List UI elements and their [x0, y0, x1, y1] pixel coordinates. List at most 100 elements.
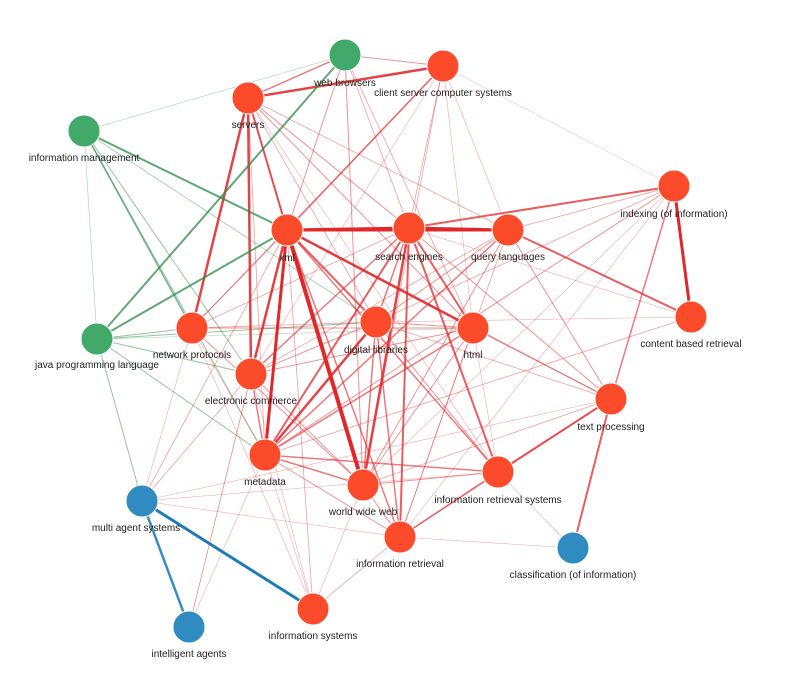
node-content-based[interactable]: content based retrieval — [640, 300, 742, 350]
edge-layer — [83, 54, 693, 628]
node-text-processing[interactable]: text processing — [577, 382, 645, 433]
edge-java-ecommerce — [96, 338, 252, 375]
node-java[interactable]: java programming language — [34, 322, 159, 371]
edge-metadata-www — [264, 454, 364, 486]
edge-search_engines-content_based — [408, 227, 692, 318]
node-circle[interactable] — [456, 311, 490, 345]
edge-xml-info_retrieval — [286, 229, 401, 538]
node-circle[interactable] — [383, 520, 417, 554]
node-ecommerce[interactable]: electronic commerce — [205, 357, 298, 407]
edge-servers-search_engines — [247, 97, 410, 229]
node-circle[interactable] — [296, 592, 330, 626]
node-digital-libraries[interactable]: digital libraries — [344, 305, 408, 356]
node-circle[interactable] — [80, 322, 114, 356]
edge-search_engines-text_processing — [408, 227, 612, 400]
node-web-browsers[interactable]: web browsers — [313, 38, 376, 89]
node-www[interactable]: world wide web — [328, 468, 398, 518]
node-circle[interactable] — [248, 438, 282, 472]
edge-metadata-intelligent_agents — [188, 454, 266, 628]
node-search-engines[interactable]: search engines — [375, 211, 443, 263]
node-network-protocols[interactable]: network protocols — [153, 311, 231, 361]
edge-irs-multi_agent — [141, 471, 499, 502]
edge-indexing-info_retrieval — [399, 185, 675, 538]
node-label: information retrieval systems — [434, 495, 561, 506]
edge-search_engines-info_retrieval — [399, 227, 410, 538]
node-circle[interactable] — [426, 49, 460, 83]
node-info-systems[interactable]: information systems — [269, 592, 358, 642]
edge-xml-irs — [286, 229, 499, 473]
edge-xml-multi_agent — [141, 229, 288, 502]
edge-html-www — [362, 327, 474, 486]
edge-html-metadata — [264, 327, 474, 456]
node-label: world wide web — [328, 507, 398, 518]
edge-digital_libraries-text_processing — [375, 321, 612, 400]
node-circle[interactable] — [231, 81, 265, 115]
edge-query_languages-metadata — [264, 229, 509, 456]
node-circle[interactable] — [359, 305, 393, 339]
edge-client_server-ecommerce — [250, 65, 444, 375]
node-indexing[interactable]: indexing (of information) — [620, 169, 728, 220]
node-intelligent-agents[interactable]: intelligent agents — [151, 610, 227, 660]
edge-xml-network_protocols — [191, 229, 288, 329]
node-html[interactable]: html — [456, 311, 490, 361]
node-label: network protocols — [153, 350, 231, 361]
node-label: search engines — [375, 252, 443, 263]
node-xml[interactable]: xml — [270, 213, 304, 264]
node-servers[interactable]: servers — [231, 81, 265, 131]
edge-html-text_processing — [472, 327, 612, 400]
edge-servers-digital_libraries — [247, 97, 377, 323]
node-circle[interactable] — [346, 468, 380, 502]
node-circle[interactable] — [172, 610, 206, 644]
edge-java-html — [96, 327, 474, 340]
edge-info_mgmt-ecommerce — [83, 130, 252, 375]
edge-indexing-text_processing — [610, 185, 675, 400]
edge-indexing-digital_libraries — [375, 185, 675, 323]
edge-query_languages-digital_libraries — [375, 229, 509, 323]
node-circle[interactable] — [234, 357, 268, 391]
edge-digital_libraries-www — [362, 321, 377, 486]
node-irs[interactable]: information retrieval systems — [434, 455, 562, 506]
edge-servers-ecommerce — [246, 97, 253, 375]
edge-web_browsers-search_engines — [344, 54, 410, 229]
edge-xml-info_systems — [286, 229, 314, 610]
node-circle[interactable] — [594, 382, 628, 416]
node-client-server[interactable]: client server computer systems — [374, 49, 512, 99]
edge-query_languages-content_based — [507, 229, 692, 318]
edge-servers-html — [247, 97, 474, 329]
edge-digital_libraries-irs — [375, 321, 499, 473]
edge-web_browsers-info_mgmt — [83, 54, 346, 132]
node-label: digital libraries — [344, 345, 408, 356]
node-circle[interactable] — [328, 38, 362, 72]
node-circle[interactable] — [270, 213, 304, 247]
node-metadata[interactable]: metadata — [244, 438, 286, 488]
edge-network_protocols-digital_libraries — [191, 321, 377, 329]
edge-ecommerce-www — [250, 373, 364, 486]
node-circle[interactable] — [175, 311, 209, 345]
edge-irs-classification — [497, 471, 574, 549]
edge-text_processing-multi_agent — [141, 398, 612, 502]
node-circle[interactable] — [556, 531, 590, 565]
edge-client_server-html — [442, 65, 474, 329]
node-circle[interactable] — [125, 484, 159, 518]
edge-info_mgmt-java — [83, 130, 98, 340]
node-circle[interactable] — [392, 211, 426, 245]
edge-www-info_systems — [312, 484, 364, 610]
node-circle[interactable] — [657, 169, 691, 203]
node-multi-agent[interactable]: multi agent systems — [92, 484, 180, 534]
node-label: java programming language — [34, 360, 159, 371]
node-circle[interactable] — [674, 300, 708, 334]
edge-java-metadata — [96, 338, 266, 456]
edge-digital_libraries-ecommerce — [250, 321, 377, 375]
node-query-languages[interactable]: query languages — [471, 213, 545, 263]
node-circle[interactable] — [67, 114, 101, 148]
edge-network_protocols-multi_agent — [141, 327, 193, 502]
edge-content_based-metadata — [264, 316, 692, 456]
edge-digital_libraries-info_retrieval — [375, 321, 401, 538]
node-info-mgmt[interactable]: information management — [29, 114, 140, 164]
node-circle[interactable] — [481, 455, 515, 489]
node-info-retrieval[interactable]: information retrieval — [356, 520, 444, 570]
node-classification[interactable]: classification (of information) — [510, 531, 637, 581]
node-circle[interactable] — [491, 213, 525, 247]
